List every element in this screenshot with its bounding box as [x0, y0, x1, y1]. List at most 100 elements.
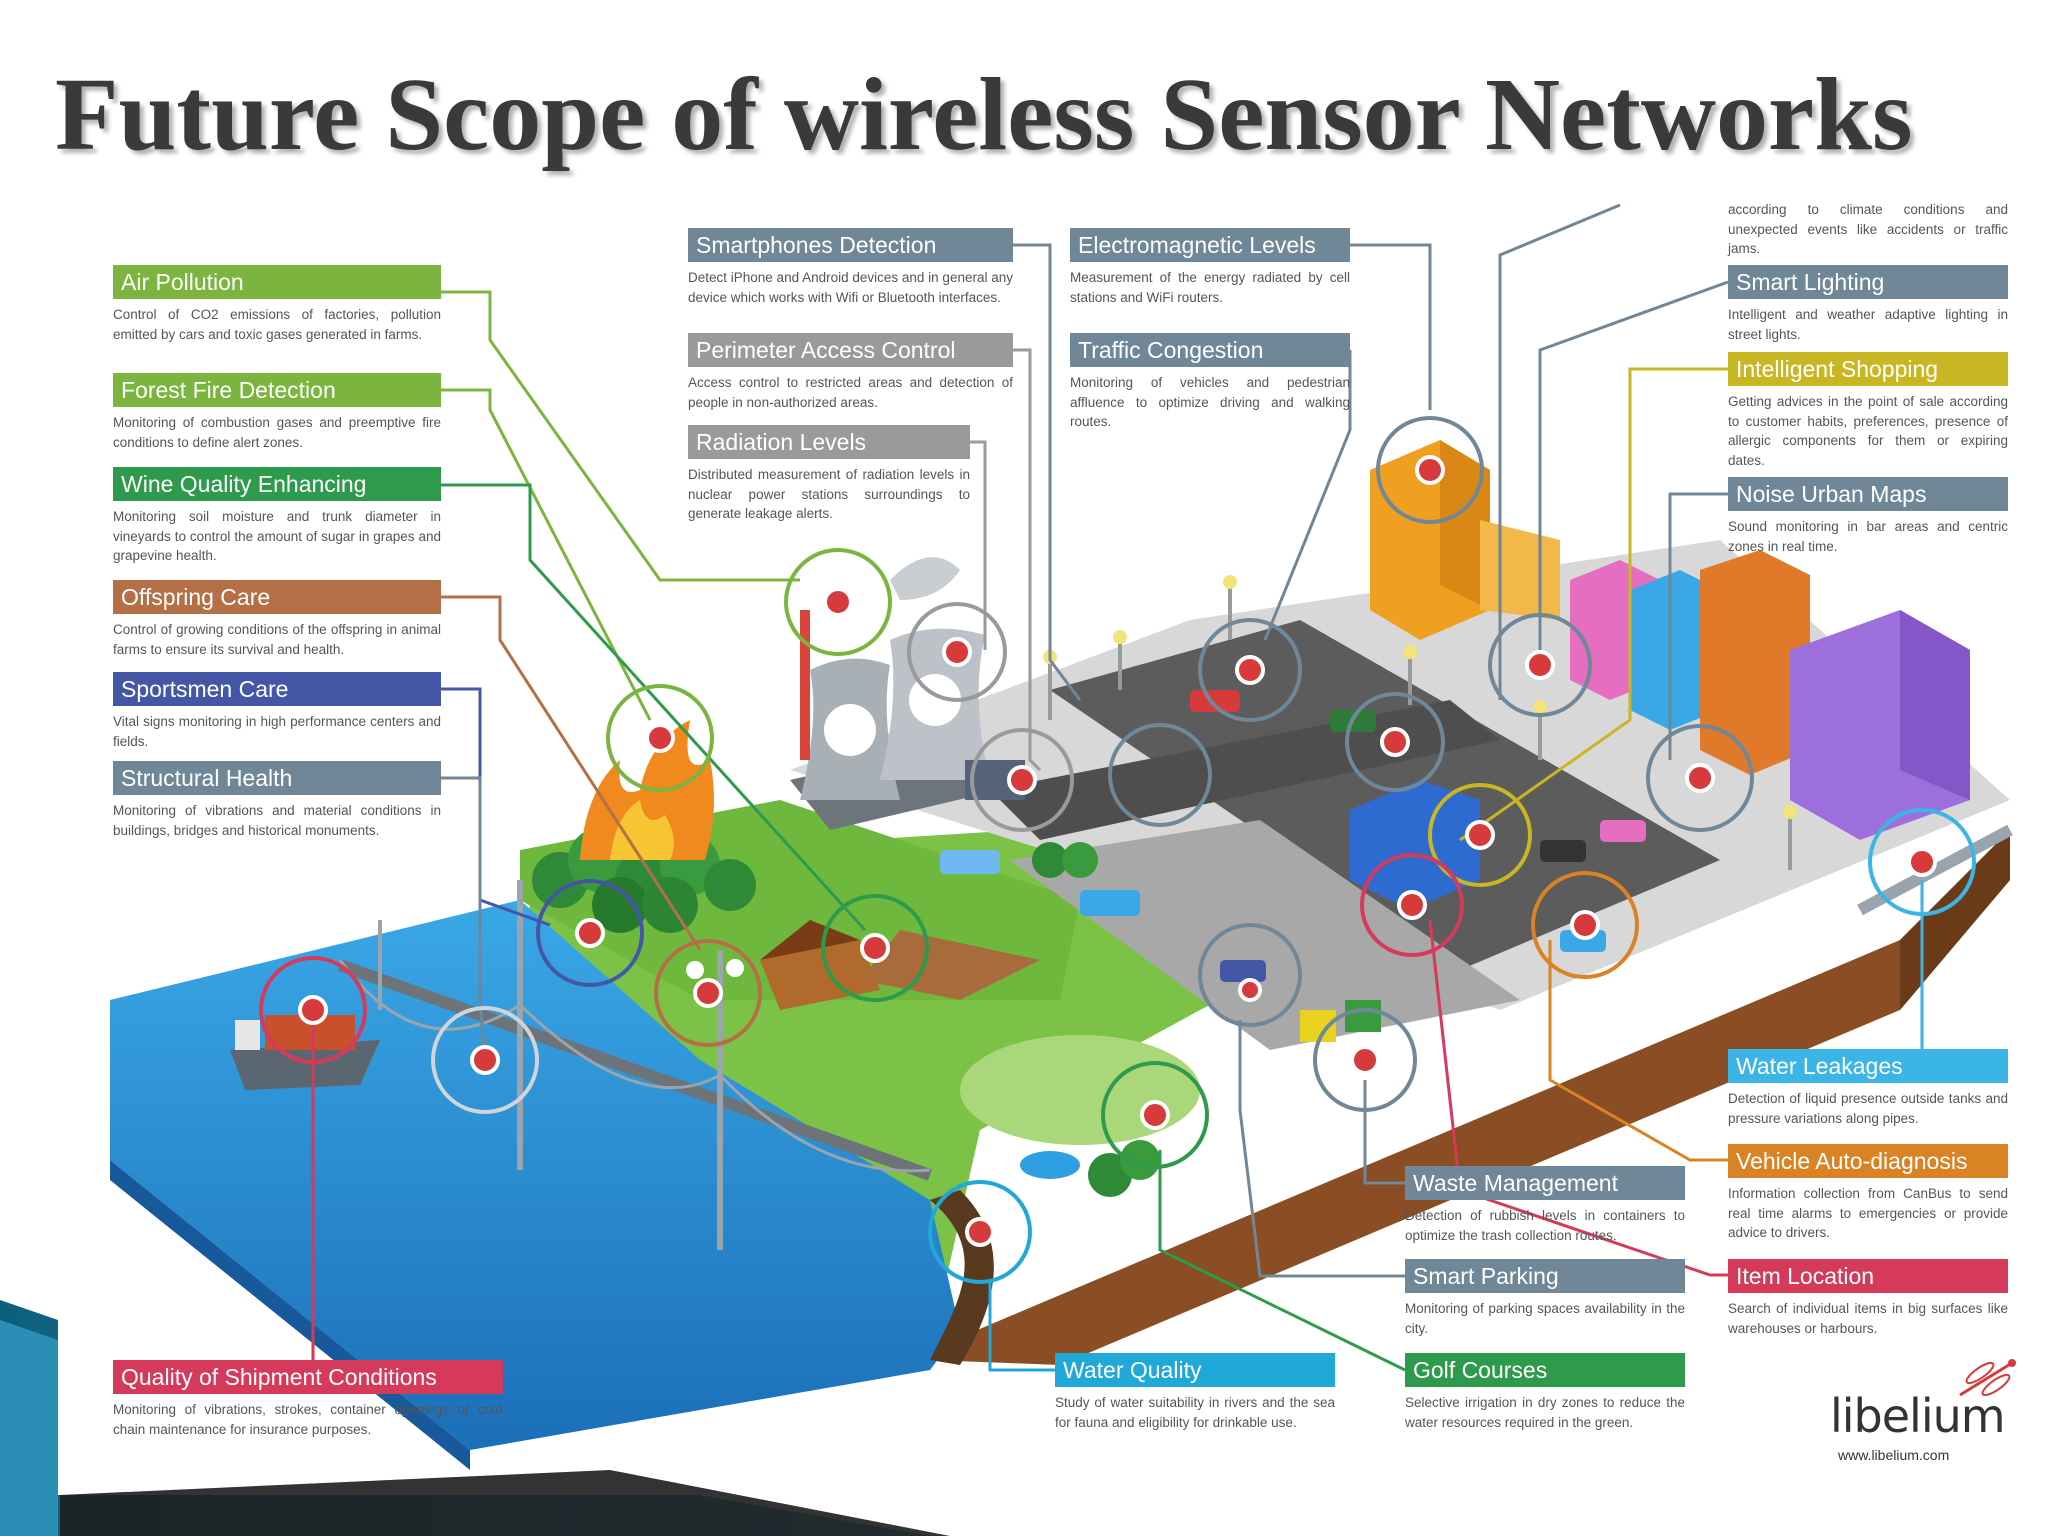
sensor-marker-smartphone-wifi [1108, 723, 1212, 827]
card-title: Radiation Levels [688, 425, 970, 459]
card-title: Electromagnetic Levels [1070, 228, 1350, 262]
card-water-leakages: Water Leakages Detection of liquid prese… [1728, 1049, 2008, 1128]
slide-accent-shape [0, 1300, 950, 1536]
card-sportsmen-care: Sportsmen Care Vital signs monitoring in… [113, 672, 441, 751]
card-title: Golf Courses [1405, 1353, 1685, 1387]
city-buildings [1350, 440, 1970, 910]
sensor-marker-offspring [654, 939, 762, 1047]
card-radiation-levels: Radiation Levels Distributed measurement… [688, 425, 970, 524]
sensor-marker-wine [821, 894, 929, 1002]
card-structural-health: Structural Health Monitoring of vibratio… [113, 761, 441, 840]
card-waste-management: Waste Management Detection of rubbish le… [1405, 1166, 1685, 1245]
card-title: Quality of Shipment Conditions [113, 1360, 503, 1394]
card-traffic-congestion: Traffic Congestion Monitoring of vehicle… [1070, 333, 1350, 432]
card-title: Item Location [1728, 1259, 2008, 1293]
sensor-marker-water-leakage [1868, 808, 1976, 916]
card-offspring-care: Offspring Care Control of growing condit… [113, 580, 441, 659]
card-smartphones-detection: Smartphones Detection Detect iPhone and … [688, 228, 1013, 307]
card-description: Control of CO2 emissions of factories, p… [113, 307, 441, 342]
card-title: Smart Parking [1405, 1259, 1685, 1293]
card-vehicle-autodiagnosis: Vehicle Auto-diagnosis Information colle… [1728, 1144, 2008, 1243]
sensor-marker-smartphones [784, 548, 892, 656]
sensor-marker-waste [1313, 1008, 1417, 1112]
vehicles [940, 690, 1646, 1042]
card-title: Perimeter Access Control [688, 333, 1013, 367]
card-noise-urban-maps: Noise Urban Maps Sound monitoring in bar… [1728, 477, 2008, 556]
card-intelligent-shopping: Intelligent Shopping Getting advices in … [1728, 352, 2008, 470]
card-title: Traffic Congestion [1070, 333, 1350, 367]
card-description: Monitoring of parking spaces availabilit… [1405, 1301, 1685, 1336]
card-title: Smart Lighting [1728, 265, 2008, 299]
card-description: Vital signs monitoring in high performan… [113, 714, 441, 749]
card-forest-fire: Forest Fire Detection Monitoring of comb… [113, 373, 441, 452]
card-item-location: Item Location Search of individual items… [1728, 1259, 2008, 1338]
card-title: Offspring Care [113, 580, 441, 614]
card-water-quality: Water Quality Study of water suitability… [1055, 1353, 1335, 1432]
card-quality-shipment: Quality of Shipment Conditions Monitorin… [113, 1360, 503, 1439]
partial-card-text: according to climate conditions and unex… [1728, 202, 2008, 256]
card-wine-quality: Wine Quality Enhancing Monitoring soil m… [113, 467, 441, 566]
sensor-marker-golf [1101, 1061, 1209, 1169]
card-title: Vehicle Auto-diagnosis [1728, 1144, 2008, 1178]
card-description: Detection of liquid presence outside tan… [1728, 1091, 2008, 1126]
card-title: Waste Management [1405, 1166, 1685, 1200]
card-title: Sportsmen Care [113, 672, 441, 706]
sensor-marker-structural [431, 1006, 539, 1114]
card-description: Monitoring of vehicles and pedestrian af… [1070, 375, 1350, 429]
sensor-marker-radiation [907, 602, 1007, 702]
sensor-marker-forest-fire [606, 684, 714, 792]
card-description: Selective irrigation in dry zones to red… [1405, 1395, 1685, 1430]
card-title: Water Leakages [1728, 1049, 2008, 1083]
libelium-logo: libelium www.libelium.com [1830, 1359, 2030, 1475]
sensor-marker-shipment [259, 956, 367, 1064]
sensor-marker-smart-lighting [1488, 613, 1592, 717]
card-title: Intelligent Shopping [1728, 352, 2008, 386]
sensor-marker-item-location [1360, 853, 1464, 957]
card-air-pollution: Air Pollution Control of CO2 emissions o… [113, 265, 441, 344]
sensor-marker-sportsmen [536, 879, 644, 987]
card-title: Water Quality [1055, 1353, 1335, 1387]
card-title: Structural Health [113, 761, 441, 795]
sensor-marker-noise [1646, 724, 1754, 832]
sensor-marker-traffic [1198, 618, 1302, 722]
card-description: Monitoring of vibrations and material co… [113, 803, 441, 838]
dragonfly-icon [1959, 1359, 2016, 1397]
sensor-marker-street [1345, 692, 1445, 792]
logo-url: www.libelium.com [1838, 1447, 1950, 1463]
card-electromagnetic-levels: Electromagnetic Levels Measurement of th… [1070, 228, 1350, 307]
logo-wordmark: libelium [1830, 1389, 2006, 1443]
card-description: Getting advices in the point of sale acc… [1728, 394, 2008, 468]
card-title: Forest Fire Detection [113, 373, 441, 407]
card-description: Access control to restricted areas and d… [688, 375, 1013, 410]
card-description: Monitoring soil moisture and trunk diame… [113, 509, 441, 563]
sensor-marker-electromagnetic [1376, 416, 1484, 524]
card-smart-parking: Smart Parking Monitoring of parking spac… [1405, 1259, 1685, 1338]
card-smart-lighting: Smart Lighting Intelligent and weather a… [1728, 265, 2008, 344]
card-golf-courses: Golf Courses Selective irrigation in dry… [1405, 1353, 1685, 1432]
sensor-marker-water-quality [928, 1180, 1032, 1284]
card-description: Monitoring of combustion gases and preem… [113, 415, 441, 450]
slide-title: Future Scope of wireless Sensor Networks [55, 57, 1913, 172]
card-description: Detect iPhone and Android devices and in… [688, 270, 1013, 305]
sensor-markers [259, 416, 1976, 1284]
card-description: Control of growing conditions of the off… [113, 622, 441, 657]
sensor-marker-parking [1198, 923, 1302, 1027]
card-description: Monitoring of vibrations, strokes, conta… [113, 1402, 503, 1437]
card-description: Measurement of the energy radiated by ce… [1070, 270, 1350, 305]
card-title: Air Pollution [113, 265, 441, 299]
card-title: Smartphones Detection [688, 228, 1013, 262]
card-description: Information collection from CanBus to se… [1728, 1186, 2008, 1240]
card-description: Detection of rubbish levels in container… [1405, 1208, 1685, 1243]
street-light-bulbs [1043, 575, 1797, 819]
sensor-marker-shopping [1428, 783, 1532, 887]
card-perimeter-access: Perimeter Access Control Access control … [688, 333, 1013, 412]
card-description: Search of individual items in big surfac… [1728, 1301, 2008, 1336]
card-description: Study of water suitability in rivers and… [1055, 1395, 1335, 1430]
card-description: Distributed measurement of radiation lev… [688, 467, 970, 521]
card-title: Noise Urban Maps [1728, 477, 2008, 511]
card-description: Sound monitoring in bar areas and centri… [1728, 519, 2008, 554]
sensor-marker-vehicle [1531, 871, 1639, 979]
nuclear-plant [790, 557, 1025, 830]
card-description: Intelligent and weather adaptive lightin… [1728, 307, 2008, 342]
